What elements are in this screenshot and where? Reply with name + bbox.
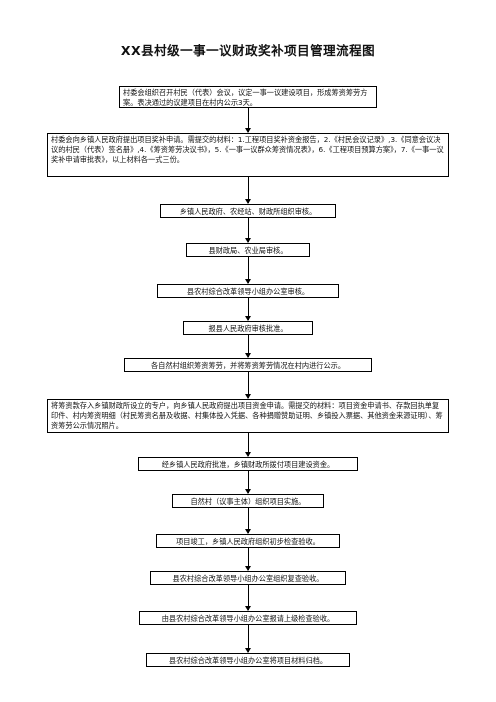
flow-step-12: 县农村综合改革领导小组办公室组织复查验收。: [150, 571, 346, 585]
flow-step-10: 自然村（议事主体）组织项目实施。: [172, 494, 324, 508]
flow-step-7: 各自然村组织筹资筹劳，并将筹资筹劳情况在村内进行公示。: [124, 358, 372, 372]
flow-step-13: 由县农村综合改革领导小组办公室报请上级检查验收。: [139, 611, 357, 625]
flow-step-4: 县财政局、农业局审核。: [186, 243, 310, 257]
flow-arrow-10: [245, 508, 251, 534]
flow-step-11: 项目竣工，乡镇人民政府组织初步检查验收。: [156, 534, 340, 548]
flow-step-14: 县农村综合改革领导小组办公室将项目材料归档。: [146, 653, 350, 667]
flow-arrow-6: [245, 335, 251, 358]
flow-arrow-8: [245, 433, 251, 457]
flow-arrow-1: [245, 108, 251, 133]
flow-step-1: 村委会组织召开村民（代表）会议，议定一事一议建设项目，形成筹资筹劳方案。表决通过…: [119, 86, 377, 108]
flow-arrow-5: [245, 298, 251, 321]
flow-arrow-3: [245, 218, 251, 243]
flow-arrow-11: [245, 548, 251, 571]
flow-arrow-2: [245, 177, 251, 204]
flow-arrow-12: [245, 585, 251, 611]
flow-step-2: 村委会向乡镇人民政府提出项目奖补申请。需提交的材料：1.工程项目奖补资金报告，2…: [47, 133, 449, 177]
flow-step-9: 经乡镇人民政府批准，乡镇财政所拨付项目建设资金。: [138, 457, 358, 471]
flow-arrow-13: [245, 625, 251, 653]
flow-arrow-9: [245, 471, 251, 494]
page-title: XX县村级一事一议财政奖补项目管理流程图: [120, 43, 376, 58]
flow-arrow-7: [245, 372, 251, 399]
flow-step-6: 报县人民政府审核批准。: [183, 321, 313, 335]
flow-arrow-4: [245, 257, 251, 284]
flow-step-8: 将筹资款存入乡镇财政所设立的专户，向乡镇人民政府提出项目资金申请。需提交的材料：…: [47, 399, 449, 433]
flow-step-3: 乡镇人民政府、农经站、财政所组织审核。: [160, 204, 336, 218]
flow-step-5: 县农村综合改革领导小组办公室审核。: [157, 284, 339, 298]
